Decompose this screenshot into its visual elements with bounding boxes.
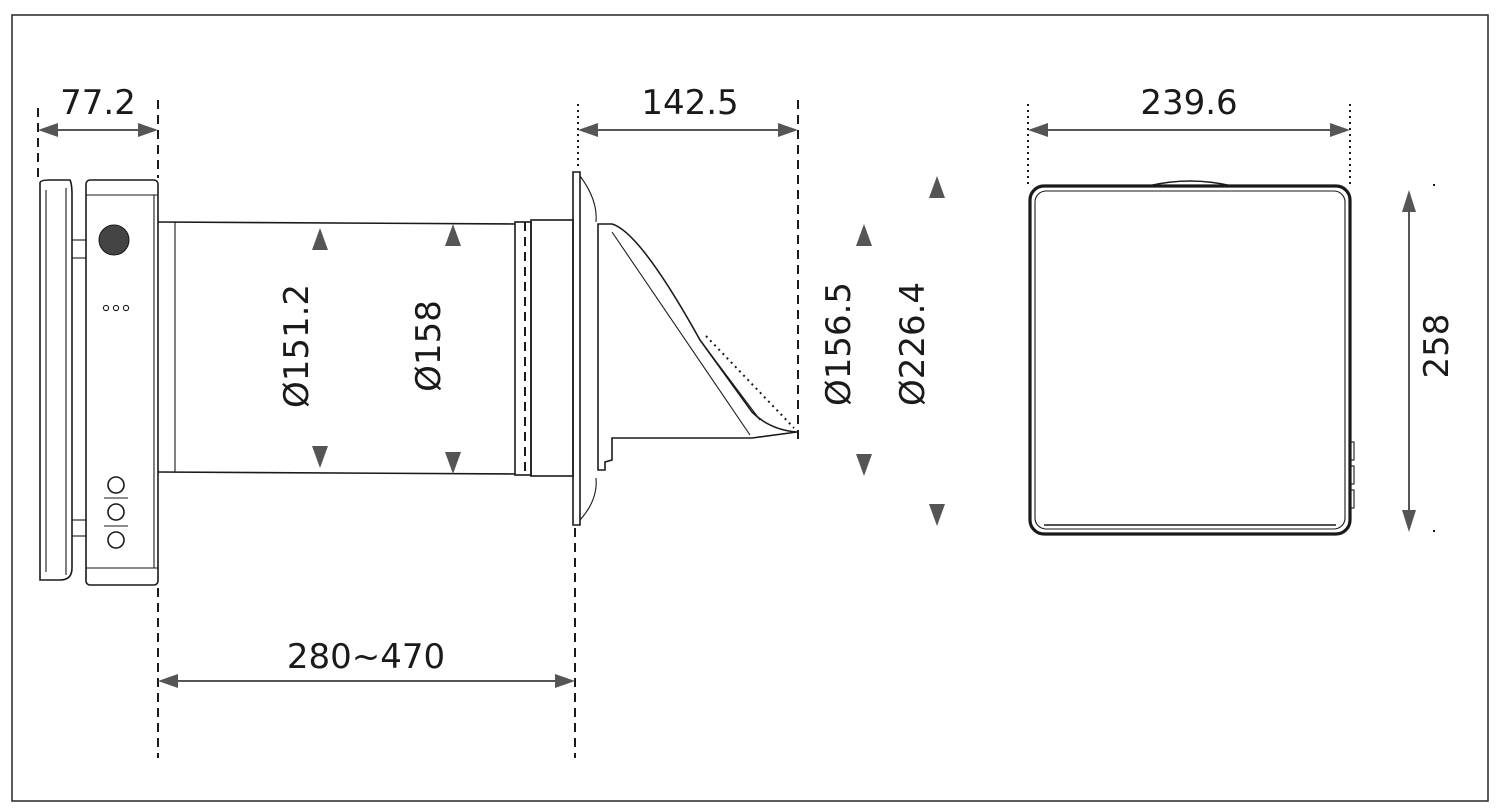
dim-label-pipe-outer-dia: Ø158 [409,300,449,392]
dim-label-hood-depth: 142.5 [641,83,738,123]
dim-label-hood-dia: Ø156.5 [819,282,859,406]
dim-label-wall-thickness: 280~470 [287,637,445,677]
indoor-panel [39,179,86,581]
dim-front-width: 239.6 [1028,83,1350,137]
ventilation-pipe [157,219,574,477]
drawing-frame [11,14,1489,802]
dim-hood-dia: Ø156.5 [819,224,872,476]
dim-pipe-outer-dia: Ø158 [409,224,461,474]
front-panel [1027,104,1355,536]
dim-front-height: 258 [1402,184,1457,536]
outdoor-hood [572,171,798,526]
dim-label-panel-depth: 77.2 [60,83,136,123]
indicator-dot [122,304,130,312]
speaker-grille-icon [98,224,130,256]
dim-pipe-inner-dia: Ø151.2 [277,228,328,468]
dim-label-flange-dia: Ø226.4 [893,282,933,406]
button-icon [107,531,125,549]
dim-wall-thickness: 280~470 [158,637,575,688]
dim-flange-dia: Ø226.4 [893,176,945,526]
button-icon [107,476,125,494]
indicator-dot [112,304,120,312]
indicator-dot [102,304,110,312]
fan-housing [85,179,159,586]
dim-panel-depth: 77.2 [38,83,158,137]
dim-label-front-width: 239.6 [1140,83,1237,123]
dim-label-front-height: 258 [1417,314,1457,379]
button-icon [107,503,125,521]
dim-label-pipe-inner-dia: Ø151.2 [277,284,317,408]
dim-hood-depth: 142.5 [578,83,798,137]
